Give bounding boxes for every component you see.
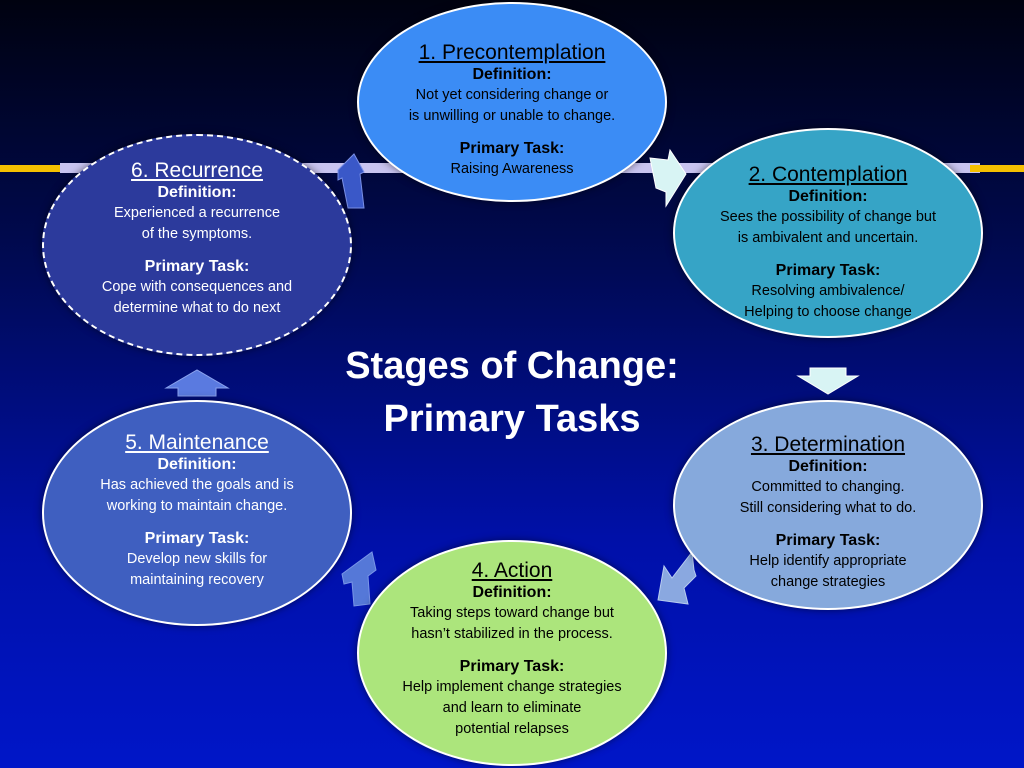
arrow-determination-to-action bbox=[657, 550, 697, 605]
definition-text: Taking steps toward change but hasn’t st… bbox=[410, 605, 614, 643]
stage-recurrence: 6. Recurrence Definition: Experienced a … bbox=[42, 134, 352, 356]
stage-action: 4. Action Definition: Taking steps towar… bbox=[357, 540, 667, 766]
stage-title: 1. Precontemplation bbox=[418, 41, 606, 64]
task-label: Primary Task: bbox=[775, 262, 881, 280]
arrow-recurrence-to-precontemplation bbox=[337, 153, 365, 209]
task-text: Develop new skills for maintaining recov… bbox=[126, 551, 268, 589]
definition-label: Definition: bbox=[157, 184, 237, 202]
arrow-contemplation-to-determination bbox=[796, 367, 860, 395]
gold-stripe-right bbox=[970, 165, 1024, 172]
arrow-maintenance-to-recurrence bbox=[164, 369, 230, 397]
stage-title: 6. Recurrence bbox=[131, 159, 263, 182]
definition-label: Definition: bbox=[157, 456, 237, 474]
task-text: Help identify appropriate change strateg… bbox=[749, 553, 907, 591]
stage-title: 3. Determination bbox=[750, 433, 906, 456]
stage-maintenance: 5. Maintenance Definition: Has achieved … bbox=[42, 400, 352, 626]
definition-label: Definition: bbox=[788, 188, 868, 206]
gold-stripe-left bbox=[0, 165, 60, 172]
title-line-2: Primary Tasks bbox=[383, 398, 641, 441]
stage-title: 4. Action bbox=[471, 559, 553, 582]
task-label: Primary Task: bbox=[144, 530, 250, 548]
task-text: Cope with consequences and determine wha… bbox=[101, 279, 293, 317]
stage-precontemplation: 1. Precontemplation Definition: Not yet … bbox=[357, 2, 667, 202]
stage-determination: 3. Determination Definition: Committed t… bbox=[673, 400, 983, 610]
stage-title: 2. Contemplation bbox=[748, 163, 908, 186]
task-label: Primary Task: bbox=[144, 258, 250, 276]
task-text: Resolving ambivalence/ Helping to choose… bbox=[744, 283, 912, 321]
task-label: Primary Task: bbox=[459, 140, 565, 158]
title-line-1: Stages of Change: bbox=[345, 345, 679, 387]
definition-text: Not yet considering change or is unwilli… bbox=[408, 87, 616, 125]
task-label: Primary Task: bbox=[775, 532, 881, 550]
stage-contemplation: 2. Contemplation Definition: Sees the po… bbox=[673, 128, 983, 338]
task-label: Primary Task: bbox=[459, 658, 565, 676]
task-text: Help implement change strategies and lea… bbox=[402, 679, 622, 738]
arrow-action-to-maintenance bbox=[341, 551, 377, 607]
definition-text: Experienced a recurrence of the symptoms… bbox=[113, 205, 281, 243]
definition-text: Sees the possibility of change but is am… bbox=[719, 209, 937, 247]
definition-text: Has achieved the goals and is working to… bbox=[100, 477, 294, 515]
definition-label: Definition: bbox=[472, 66, 552, 84]
definition-text: Committed to changing. Still considering… bbox=[739, 479, 917, 517]
arrow-precontemplation-to-contemplation bbox=[649, 148, 687, 208]
task-text: Raising Awareness bbox=[450, 161, 574, 178]
stage-title: 5. Maintenance bbox=[125, 431, 269, 454]
definition-label: Definition: bbox=[788, 458, 868, 476]
definition-label: Definition: bbox=[472, 584, 552, 602]
diagram-title: Stages of Change: Primary Tasks bbox=[320, 340, 704, 446]
